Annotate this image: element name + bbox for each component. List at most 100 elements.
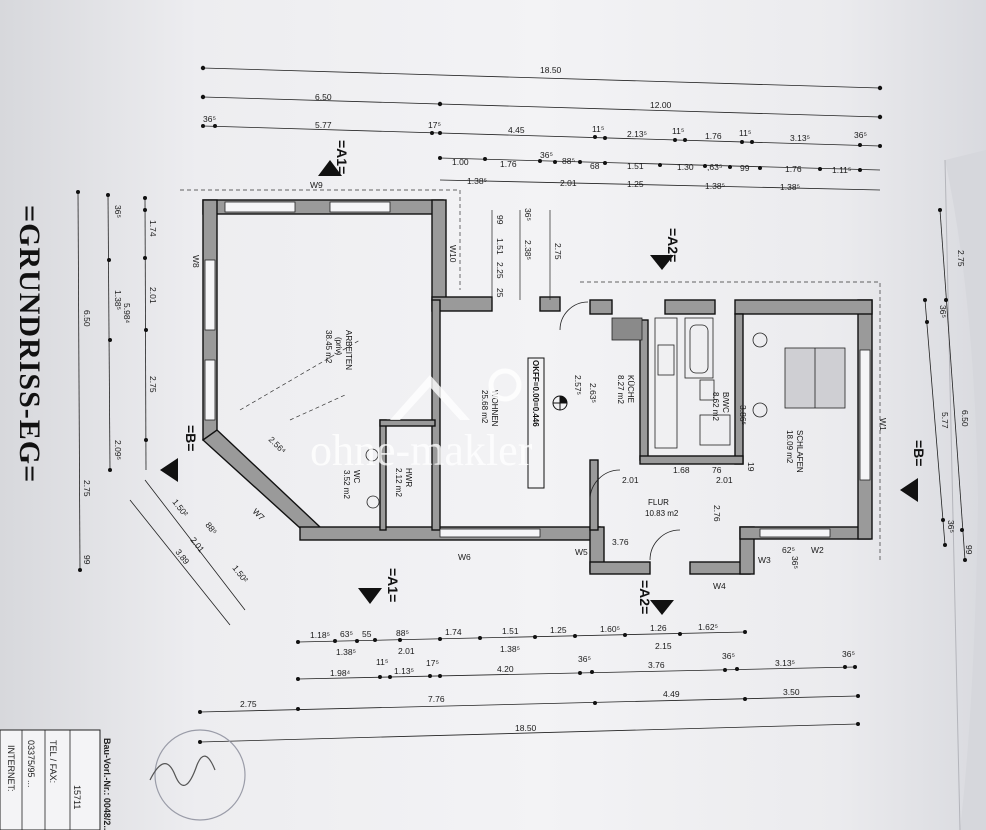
top-dimension-ticks bbox=[200, 65, 883, 172]
dim-label: 2.01 bbox=[560, 178, 577, 188]
dim-label: ,63⁵ bbox=[707, 162, 722, 172]
wall-top-a bbox=[431, 296, 493, 312]
stamp-seal bbox=[154, 729, 246, 821]
dim-interior: 25 bbox=[495, 288, 505, 298]
dim-interior: 19 bbox=[746, 462, 756, 472]
dim-bottom-overall: 18.50 bbox=[515, 723, 537, 733]
dim-label: 1.76 bbox=[500, 159, 517, 169]
wall-top-c bbox=[589, 299, 613, 315]
wall-top-e bbox=[734, 299, 873, 315]
room-wohnen-area: 25.68 m2 bbox=[480, 390, 489, 424]
dim-label: 1.51 bbox=[502, 626, 519, 636]
dim-label: 36⁵ bbox=[854, 130, 867, 140]
wall-arbeiten-right bbox=[431, 199, 447, 301]
window-label-w7: W7 bbox=[251, 506, 267, 522]
dim-interior: 62⁵ bbox=[782, 545, 795, 555]
room-kueche-name: KÜCHE bbox=[626, 375, 635, 403]
window-label-w1: W1 bbox=[878, 418, 888, 431]
wall-arbeiten-diagonal bbox=[201, 429, 322, 538]
room-flur-area: 10.83 m2 bbox=[645, 509, 679, 518]
room-wc-name: WC bbox=[352, 470, 361, 484]
window-label-w9: W9 bbox=[310, 180, 323, 190]
dim-interior: 2.57⁵ bbox=[573, 375, 583, 395]
dim-top-row5: 1.38⁵ 2.01 1.25 1.38⁵ 1.38⁵ bbox=[467, 176, 800, 192]
dim-label: 1.60⁵ bbox=[600, 624, 620, 634]
diagonal-dimension-lines bbox=[129, 479, 246, 626]
room-arbeiten-name: ARBEITEN bbox=[344, 330, 353, 370]
section-a1-top: =A1= bbox=[334, 140, 350, 174]
window-label-w8: W8 bbox=[191, 255, 201, 268]
dim-label: 36⁵ bbox=[203, 114, 216, 124]
dim-interior: 2.63⁵ bbox=[588, 383, 598, 403]
dim-interior: 1.68 bbox=[673, 465, 690, 475]
left-dimension-ticks bbox=[76, 190, 148, 572]
window-openings bbox=[204, 201, 871, 538]
dim-interior: 2.76 bbox=[712, 505, 722, 522]
dim-left-2-75: 2.75 bbox=[82, 480, 92, 497]
dim-label: 3.13⁵ bbox=[790, 133, 810, 143]
window-label-w10: W10 bbox=[448, 245, 458, 263]
dim-bottom-row1: 1.18⁵ 63⁵ 55 88⁵ 1.74 1.51 1.25 1.60⁵ 1.… bbox=[310, 622, 718, 640]
dim-label: 1.38⁵ bbox=[500, 644, 520, 654]
dim-label: 1.13⁵ bbox=[394, 666, 414, 676]
window-labels: W9 W8 W10 W6 W7 W5 W4 W3 W2 W1 bbox=[191, 180, 888, 591]
wall-kueche-bad bbox=[639, 319, 649, 461]
dim-diag-1: 1.50² bbox=[170, 497, 190, 519]
dim-interior: 3.86⁵ bbox=[738, 405, 748, 425]
dim-label: 17⁵ bbox=[426, 658, 439, 668]
stamp-bauvorlage: Bau-Vorl.-Nr.: 0048/2... bbox=[102, 738, 112, 830]
signature bbox=[149, 755, 216, 786]
room-kueche-area: 8.27 m2 bbox=[616, 375, 625, 404]
dim-label: 1.18⁵ bbox=[310, 630, 330, 640]
dim-label: 1.11⁵ bbox=[832, 165, 851, 175]
dim-interior: 2.01 bbox=[716, 475, 733, 485]
stamp-internet: INTERNET: bbox=[6, 745, 16, 792]
dim-label: 63⁵ bbox=[340, 629, 353, 639]
top-dimension-lines bbox=[202, 67, 881, 191]
wall-wohnen-left bbox=[431, 299, 441, 531]
wall-top-d bbox=[664, 299, 716, 315]
dim-left-1-38: 1.38⁵ bbox=[113, 290, 123, 310]
section-b-left: =B= bbox=[183, 425, 199, 451]
dim-label: 1.38⁵ bbox=[467, 176, 487, 186]
dim-right: 36⁵ bbox=[946, 520, 956, 533]
left-dimension-lines bbox=[77, 191, 147, 571]
fixtures bbox=[365, 301, 846, 561]
dim-interior: 36⁵ bbox=[523, 208, 533, 221]
dim-label: 3.13⁵ bbox=[775, 658, 795, 668]
watermark-key-icon bbox=[488, 368, 522, 402]
wall-hwr-top bbox=[379, 419, 436, 427]
dim-right: 6.50 bbox=[960, 410, 970, 427]
dim-label: 1.51 bbox=[627, 161, 644, 171]
dim-label: 1.74 bbox=[445, 627, 462, 637]
wall-flur-west bbox=[589, 459, 599, 531]
dim-right: 5.77 bbox=[940, 412, 950, 429]
watermark: ohne-makler bbox=[310, 368, 533, 475]
dim-label: 88⁵ bbox=[562, 156, 575, 166]
window-label-w5: W5 bbox=[575, 547, 588, 557]
dim-label: 1.38⁵ bbox=[780, 182, 800, 192]
dim-label: 36⁵ bbox=[722, 651, 735, 661]
dim-label: 1.00 bbox=[452, 157, 469, 167]
room-hwr-name: HWR bbox=[404, 468, 413, 487]
watermark-house-icon bbox=[390, 375, 470, 420]
room-labels: ARBEITEN (priv) 38.45 m2 WOHNEN 25.68 m2… bbox=[324, 330, 804, 518]
section-a2-bottom: =A2= bbox=[637, 580, 653, 614]
dim-label: 1.76 bbox=[785, 164, 802, 174]
dim-label: 11⁵ bbox=[739, 128, 751, 138]
dim-label: 11⁵ bbox=[672, 126, 684, 136]
section-a2-top: =A2= bbox=[665, 228, 681, 262]
page-fold bbox=[945, 150, 986, 830]
page-edge bbox=[944, 159, 961, 830]
watermark-text: ohne-makler bbox=[310, 426, 533, 475]
dim-label: 1.62⁵ bbox=[698, 622, 718, 632]
dim-diag-4: 3.89 bbox=[173, 547, 191, 566]
dim-label: 68 bbox=[590, 161, 600, 171]
section-a1-bottom: =A1= bbox=[385, 568, 401, 602]
dim-interior: 2.01 bbox=[622, 475, 639, 485]
dim-label: 2.15 bbox=[655, 641, 672, 651]
dim-interior: 3.76 bbox=[612, 537, 629, 547]
dim-interior: 2.75 bbox=[553, 243, 563, 260]
dim-label: 11⁵ bbox=[376, 657, 388, 667]
